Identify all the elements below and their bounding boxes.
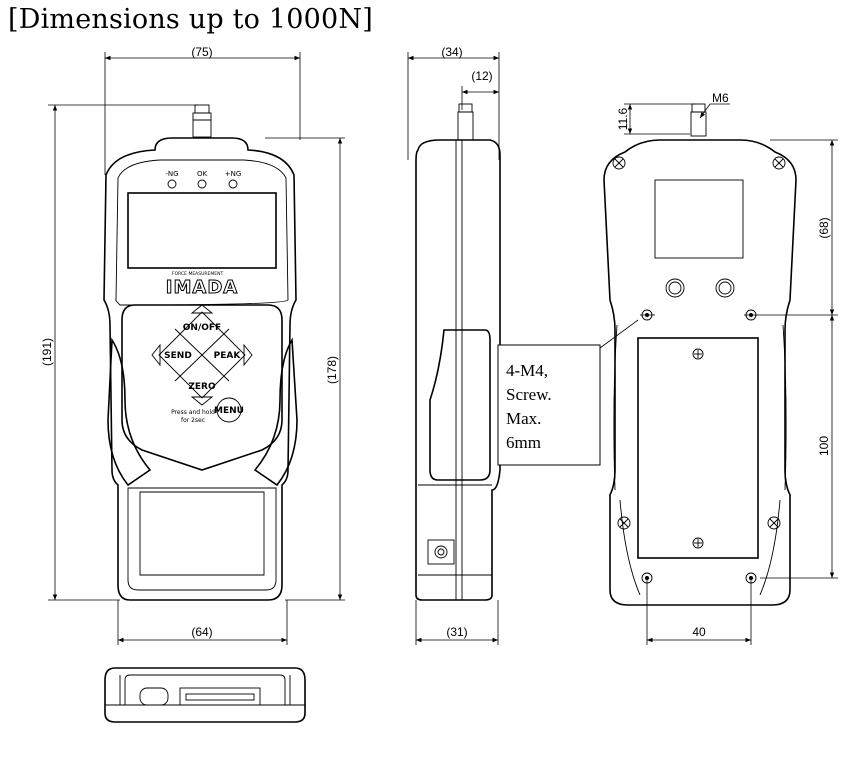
- lcd-display: [127, 192, 277, 269]
- note-line-4: 6mm: [506, 433, 541, 452]
- rear-label-window: [654, 179, 744, 259]
- hint-line-1: Press and hold: [171, 409, 215, 416]
- base-width-dimension: (64): [191, 625, 212, 639]
- zero-button[interactable]: ZERO: [188, 382, 216, 392]
- rear-body-outline: [603, 139, 797, 606]
- hint-line-2: for 2sec: [181, 417, 205, 424]
- hole-horizontal-dimension: 40: [692, 625, 706, 639]
- brand-logo: IMADA: [166, 277, 238, 298]
- shaft-offset-dimension: (12): [471, 69, 492, 83]
- note-line-2: Screw.: [506, 385, 552, 404]
- brand-subtitle: FORCE MEASUREMENT: [172, 271, 223, 277]
- hole-vertical-dimension: 100: [817, 436, 831, 456]
- right-grip: [253, 337, 298, 487]
- peak-button[interactable]: PEAK: [214, 351, 242, 361]
- led-plus-ng: [228, 179, 238, 189]
- keypad-panel: [121, 304, 283, 471]
- side-base-depth-dimension: (31): [446, 625, 467, 639]
- side-view: (34) (12) (31): [407, 45, 501, 645]
- front-height-dimension: (191): [40, 338, 54, 366]
- on-off-button[interactable]: ON/OFF: [183, 323, 221, 333]
- corner-screw: [612, 156, 786, 530]
- load-shaft: [194, 104, 210, 114]
- m4-mounting-holes: [640, 309, 760, 584]
- led-minus-ng: [167, 179, 177, 189]
- shaft-length-dimension: 11.6: [616, 107, 630, 130]
- led-label-minus-ng: -NG: [165, 170, 178, 178]
- bottom-view: [104, 667, 306, 723]
- front-width-dimension: (75): [191, 45, 212, 59]
- rear-view: M6 11.6 (68) 100 40: [603, 91, 838, 645]
- menu-button-circle[interactable]: [216, 397, 242, 423]
- battery-cover: [637, 337, 759, 559]
- front-body-outline: [103, 137, 297, 601]
- left-grip: [107, 337, 152, 487]
- body-height-dimension: (178): [325, 356, 339, 384]
- side-depth-dimension: (34): [441, 45, 462, 59]
- thread-label: M6: [712, 91, 729, 105]
- led-ok: [197, 179, 207, 189]
- menu-button[interactable]: MENU: [214, 406, 244, 416]
- load-shaft-body: [192, 112, 212, 138]
- led-label-plus-ng: +NG: [225, 170, 242, 178]
- note-box: [497, 344, 601, 466]
- note-line-3: Max.: [506, 409, 541, 428]
- screw-note: 4-M4, Screw. Max. 6mm: [497, 319, 639, 466]
- send-button[interactable]: SEND: [164, 351, 192, 361]
- upper-spacing-dimension: (68): [817, 217, 831, 238]
- led-label-ok: OK: [197, 170, 208, 178]
- front-view: (75) (191) (178) (64): [40, 45, 345, 645]
- page-title: [Dimensions up to 1000N]: [8, 4, 373, 35]
- note-line-1: 4-M4,: [506, 361, 548, 380]
- direction-pad: [151, 304, 253, 406]
